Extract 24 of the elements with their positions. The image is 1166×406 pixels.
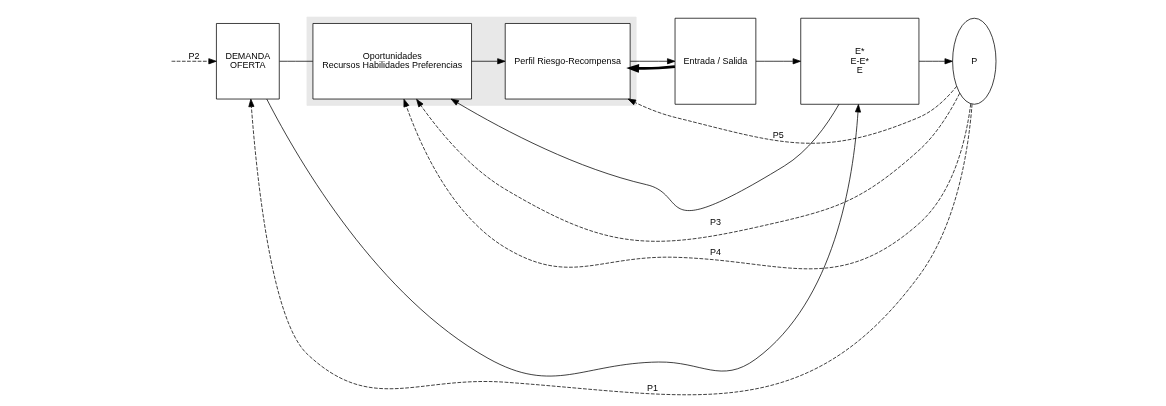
arrow [265,98,861,377]
edge-label: P2 [187,50,199,61]
connector [278,60,313,62]
edge-label: P5 [772,130,784,141]
arrow [170,58,217,65]
node-box: E* E-E* E [799,17,919,105]
arrow [403,98,971,270]
node-box: Entrada / Salida [674,17,756,105]
arrow [755,58,801,65]
arrow [470,58,505,65]
arrow [450,98,839,211]
node-box: Oportunidades Recursos Habilidades Preferencias [312,23,472,100]
arrow [415,92,960,242]
edge-label: P4 [709,246,721,257]
node-box: Perfil Riesgo-Recompensa [504,23,631,100]
arrow [627,85,957,144]
arrow [247,98,972,395]
node-ellipse: P [951,17,996,105]
arrow [625,63,675,73]
edge-label: P3 [709,216,721,227]
arrow [629,58,675,65]
node-box: DEMANDA OFERTA [215,23,280,100]
arrow [918,58,953,65]
edge-label: P1 [646,382,658,393]
